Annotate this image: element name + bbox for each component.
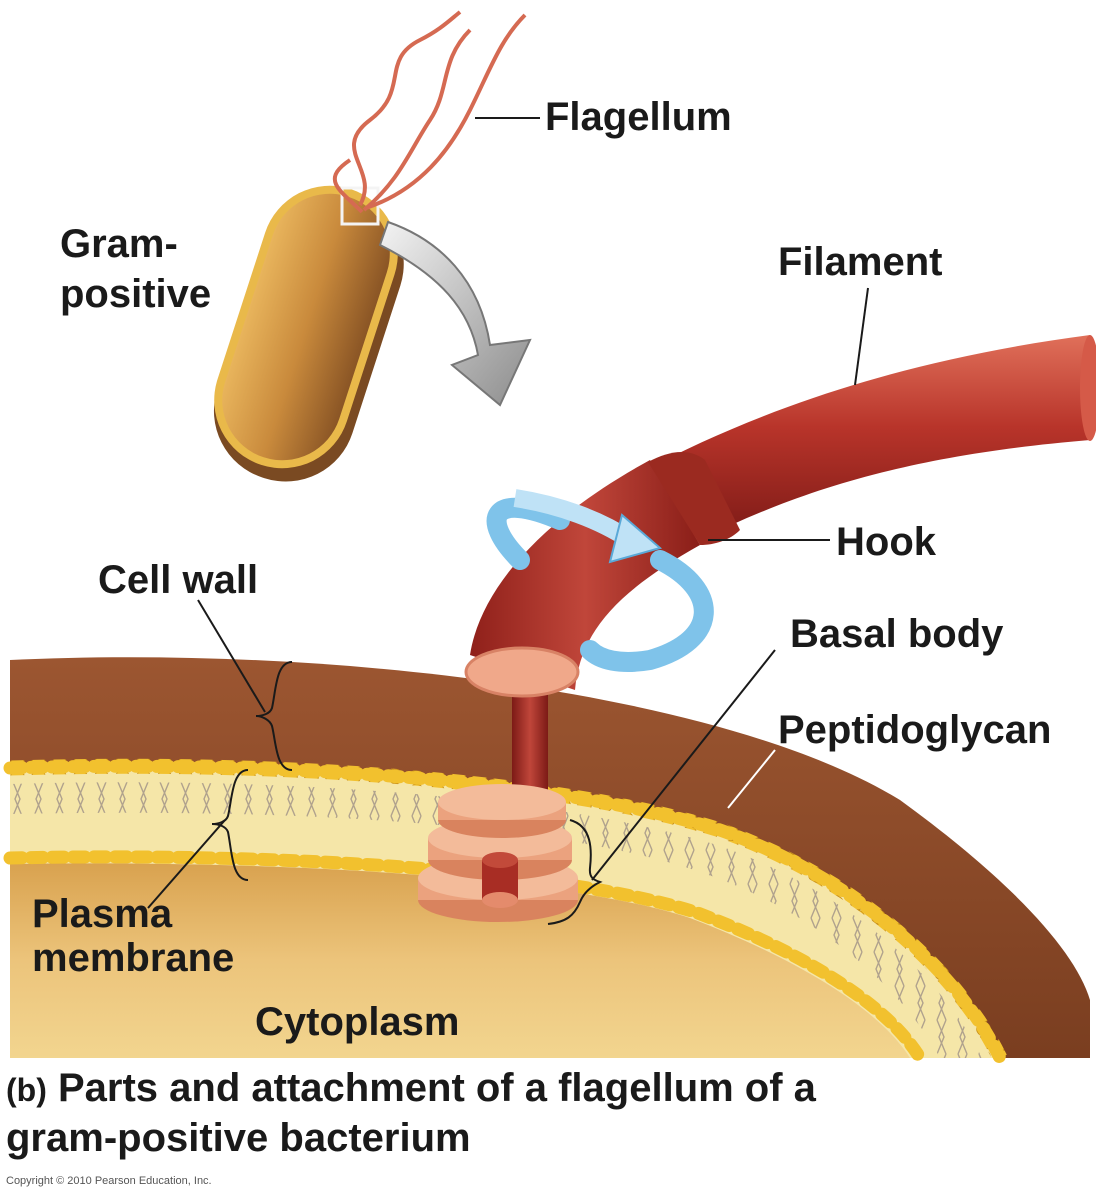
peptidoglycan-label: Peptidoglycan [778, 708, 1052, 752]
hook-end-face [464, 646, 580, 698]
peptidoglycan-leader [727, 749, 776, 809]
zoom-box [340, 186, 380, 226]
basal-body-label: Basal body [790, 612, 1004, 656]
figure-caption: (b) Parts and attachment of a flagellum … [6, 1064, 816, 1162]
bacterial-flagella [332, 10, 527, 214]
cytoplasm-label: Cytoplasm [255, 1000, 460, 1044]
plasma-brace [211, 769, 249, 881]
plasma-membrane-label-line1: Plasma [32, 892, 173, 936]
zoom-arrow [378, 220, 532, 407]
membrane-inner-heads [3, 850, 927, 1065]
cytoplasm-region [10, 863, 910, 1058]
cell-wall-brace [255, 661, 293, 771]
copyright-notice: Copyright © 2010 Pearson Education, Inc. [6, 1175, 212, 1187]
gram-positive-label-line1: Gram- [60, 222, 178, 266]
membrane-tails [10, 782, 982, 1058]
hook [470, 460, 700, 690]
caption-line1: Parts and attachment of a flagellum of a [57, 1066, 816, 1110]
caption-line2: gram-positive bacterium [6, 1116, 471, 1160]
filament [645, 335, 1090, 540]
flagellum-label: Flagellum [545, 95, 732, 139]
caption-panel-letter: (b) [6, 1072, 47, 1108]
basal-brace [547, 819, 603, 925]
basal-body-leader [591, 649, 776, 881]
cell-wall-label: Cell wall [98, 558, 259, 602]
bacterium [213, 185, 404, 482]
rotation-arrow [486, 489, 714, 672]
filament-label: Filament [778, 240, 943, 284]
hook-label: Hook [836, 520, 936, 564]
plasma-membrane-label-line2: membrane [32, 936, 235, 980]
gram-positive-label-line2: positive [60, 272, 212, 316]
basal-body-rings [418, 784, 578, 922]
plasma-leader [147, 819, 226, 909]
cell-wall-leader [197, 599, 266, 713]
filament-leader [854, 287, 869, 386]
